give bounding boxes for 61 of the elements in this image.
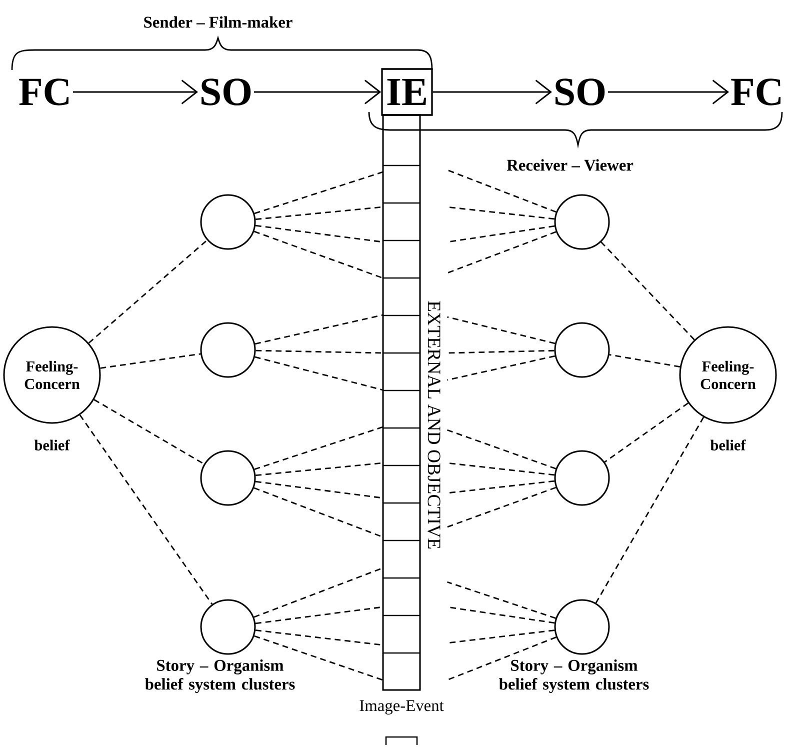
dashed-line [447,169,556,213]
node-label: Story – Organism belief system clusters [145,659,295,694]
dashed-line [255,606,383,624]
cluster-circle [554,194,610,250]
flow-label: SO [556,78,605,106]
dashed-line [254,314,383,345]
dashed-line [447,581,556,619]
dashed-line [256,630,383,646]
dashed-line [79,414,213,605]
dashed-line [595,416,704,604]
dashed-line [255,224,383,243]
node-label: belief [34,440,70,450]
dashed-line [447,350,554,354]
dashed-line [447,225,555,243]
group-label: Receiver – Viewer [506,159,634,171]
arrow [608,80,730,104]
dashed-line [447,316,556,344]
cluster-circle [554,450,610,506]
dashed-line [254,487,384,538]
dashed-line [447,486,556,528]
dashed-line [447,480,554,494]
dashed-line [600,242,695,340]
flow-label: FC [19,78,69,106]
dashed-line [256,206,383,220]
cluster-circle [200,194,256,250]
event-box: IE [381,68,433,116]
dashed-line [447,231,556,274]
dashed-line [446,636,556,681]
dashed-line [256,350,383,354]
arrow [72,80,198,104]
cluster-circle [554,322,610,378]
dashed-line [447,462,554,476]
dashed-line [254,230,384,279]
strip-caption: EXTERNAL AND OBJECTIVE [428,301,440,548]
cluster-circle [200,450,256,506]
dashed-line [256,462,383,476]
dashed-line [447,630,555,644]
flow-label: FC [731,78,781,106]
dashed-line [447,429,556,470]
node-label: Story – Organism belief system clusters [499,659,649,694]
dashed-line [447,606,555,624]
dashed-line [254,567,384,618]
dashed-line [604,402,689,463]
dashed-line [100,353,201,369]
dashed-line [254,426,383,470]
dashed-line [254,635,383,681]
flow-label: SO [202,78,251,106]
group-label: Sender – Film-maker [144,16,292,28]
dashed-line [254,171,383,214]
dashed-line [255,480,383,499]
cluster-circle [200,322,256,378]
dashed-line [447,355,556,381]
dashed-line [609,354,680,368]
node-label: belief [710,440,746,450]
dashed-line [94,399,204,465]
strip-name: Image-Event [360,700,444,715]
dashed-line [447,206,554,220]
dashed-line [88,240,208,344]
arrow [432,80,552,104]
arrow [254,80,382,104]
dashed-line [254,356,383,391]
